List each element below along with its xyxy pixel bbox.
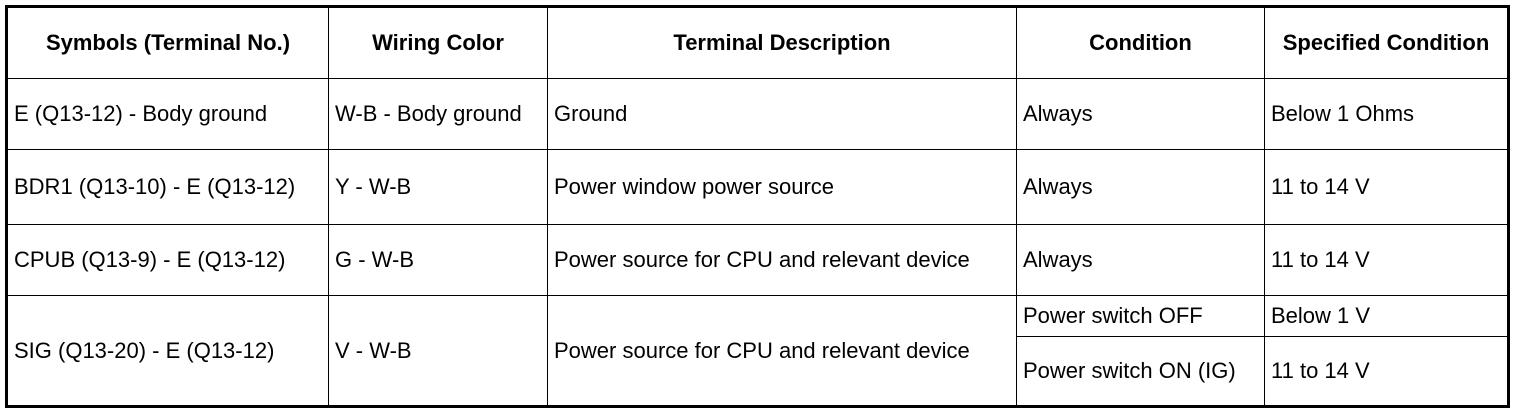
cell-description: Power source for CPU and relevant device [547,295,1017,407]
cell-description: Ground [547,78,1017,150]
header-wiring-color: Wiring Color [328,6,548,79]
table-row: E (Q13-12) - Body ground W-B - Body grou… [6,78,1509,150]
table-row: Power switch ON (IG) 11 to 14 V [7,336,1509,407]
header-symbols: Symbols (Terminal No.) [6,6,329,79]
terminal-spec-table: Symbols (Terminal No.) Wiring Color Term… [5,5,1510,408]
table-row: CPUB (Q13-9) - E (Q13-12) G - W-B Power … [6,224,1509,296]
cell-specified: Below 1 V [1264,295,1509,337]
header-condition: Condition [1016,6,1265,79]
header-row: Symbols (Terminal No.) Wiring Color Term… [6,6,1509,79]
cell-wiring-color: G - W-B [328,224,548,296]
cell-symbols: SIG (Q13-20) - E (Q13-12) [6,295,329,407]
header-terminal-description: Terminal Description [547,6,1017,79]
cell-condition: Power switch ON (IG) [1016,336,1265,407]
header-specified-condition: Specified Condition [1264,6,1509,79]
cell-condition: Always [1016,78,1265,150]
cell-symbols: BDR1 (Q13-10) - E (Q13-12) [6,149,329,225]
cell-wiring-color: Y - W-B [328,149,548,225]
cell-condition: Always [1016,224,1265,296]
table-row: SIG (Q13-20) - E (Q13-12) V - W-B Power … [6,295,1509,407]
cell-wiring-color: V - W-B [328,295,548,407]
cell-specified: 11 to 14 V [1264,336,1509,407]
cell-description: Power window power source [547,149,1017,225]
table-row: BDR1 (Q13-10) - E (Q13-12) Y - W-B Power… [6,149,1509,225]
cell-condition: Always [1016,149,1265,225]
cell-symbols: CPUB (Q13-9) - E (Q13-12) [6,224,329,296]
cell-specified: 11 to 14 V [1264,149,1509,225]
cell-description: Power source for CPU and relevant device [547,224,1017,296]
cell-condition: Power switch OFF [1016,295,1265,337]
cell-specified: 11 to 14 V [1264,224,1509,296]
cell-specified: Below 1 Ohms [1264,78,1509,150]
cell-symbols: E (Q13-12) - Body ground [6,78,329,150]
cell-wiring-color: W-B - Body ground [328,78,548,150]
